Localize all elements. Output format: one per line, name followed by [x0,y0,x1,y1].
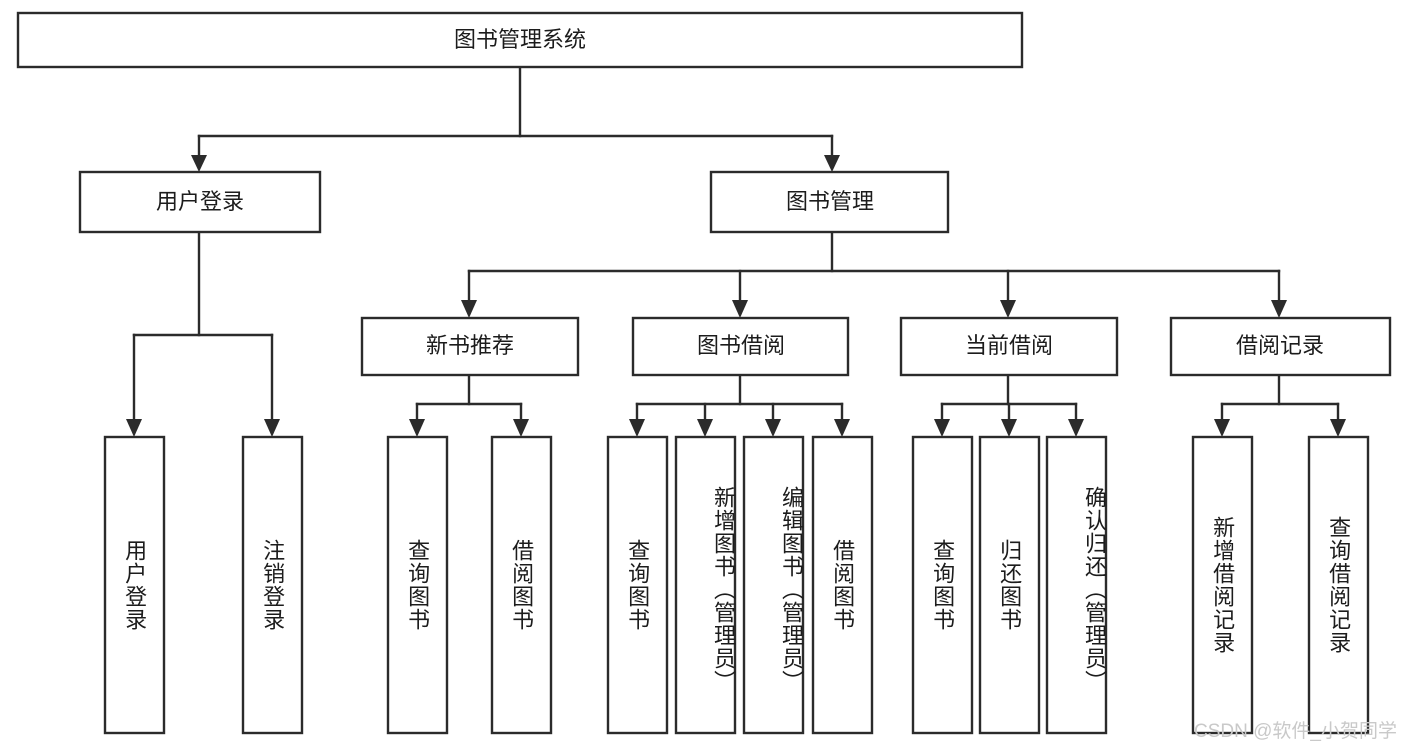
node-borrow-record[interactable] [1169,316,1392,377]
node-leaf-query-borrow-record[interactable] [1307,435,1370,735]
node-book-management[interactable] [709,170,950,234]
node-leaf-query-book-nb[interactable] [386,435,449,735]
node-user-login[interactable] [78,170,322,234]
arrow-head-leaf-logout [264,419,280,437]
arrow-head-book-manage [824,155,840,172]
node-leaf-borrow-book-bb[interactable] [811,435,874,735]
arrow-head-user-login [191,155,207,172]
node-new-book-recommend-label: 新书推荐 [426,333,514,358]
node-leaf-query-book-bb[interactable] [606,435,669,735]
csdn-watermark: CSDN @软件_小贺同学 [1194,721,1397,742]
arrow-head-new-book [461,300,477,318]
arrow-head-book-borrow [732,300,748,318]
node-leaf-confirm-return-admin[interactable] [1045,435,1108,735]
arrow-head-leaf-user-login [126,419,142,437]
node-book-management-label: 图书管理 [786,189,874,214]
arrow-head-leaf-bb2 [697,419,713,437]
node-book-borrow-label: 图书借阅 [697,333,785,358]
node-borrow-record-label: 借阅记录 [1236,333,1324,358]
arrow-head-leaf-nb1 [409,419,425,437]
node-book-borrow[interactable] [631,316,850,377]
arrow-head-leaf-cb1 [934,419,950,437]
node-leaf-query-book-cb[interactable] [911,435,974,735]
arrow-head-leaf-bb3 [765,419,781,437]
node-leaf-user-login[interactable] [103,435,166,735]
node-root-label: 图书管理系统 [454,27,586,52]
arrow-head-leaf-br1 [1214,419,1230,437]
arrow-head-leaf-bb1 [629,419,645,437]
node-current-borrow[interactable] [899,316,1119,377]
arrow-head-leaf-bb4 [834,419,850,437]
node-user-login-label: 用户登录 [156,189,244,214]
node-leaf-add-book-admin[interactable] [674,435,737,735]
node-leaf-return-book[interactable] [978,435,1041,735]
node-leaf-edit-book-admin[interactable] [742,435,805,735]
arrow-head-current-borrow [1000,300,1016,318]
arrow-head-leaf-br2 [1330,419,1346,437]
node-root-book-management-system[interactable] [16,11,1024,69]
arrow-head-borrow-record [1271,300,1287,318]
arrow-head-leaf-cb2 [1001,419,1017,437]
arrow-head-leaf-cb3 [1068,419,1084,437]
node-leaf-borrow-book-nb[interactable] [490,435,553,735]
node-leaf-logout[interactable] [241,435,304,735]
arrow-head-leaf-nb2 [513,419,529,437]
node-leaf-add-borrow-record[interactable] [1191,435,1254,735]
node-current-borrow-label: 当前借阅 [965,333,1053,358]
node-new-book-recommend[interactable] [360,316,580,377]
